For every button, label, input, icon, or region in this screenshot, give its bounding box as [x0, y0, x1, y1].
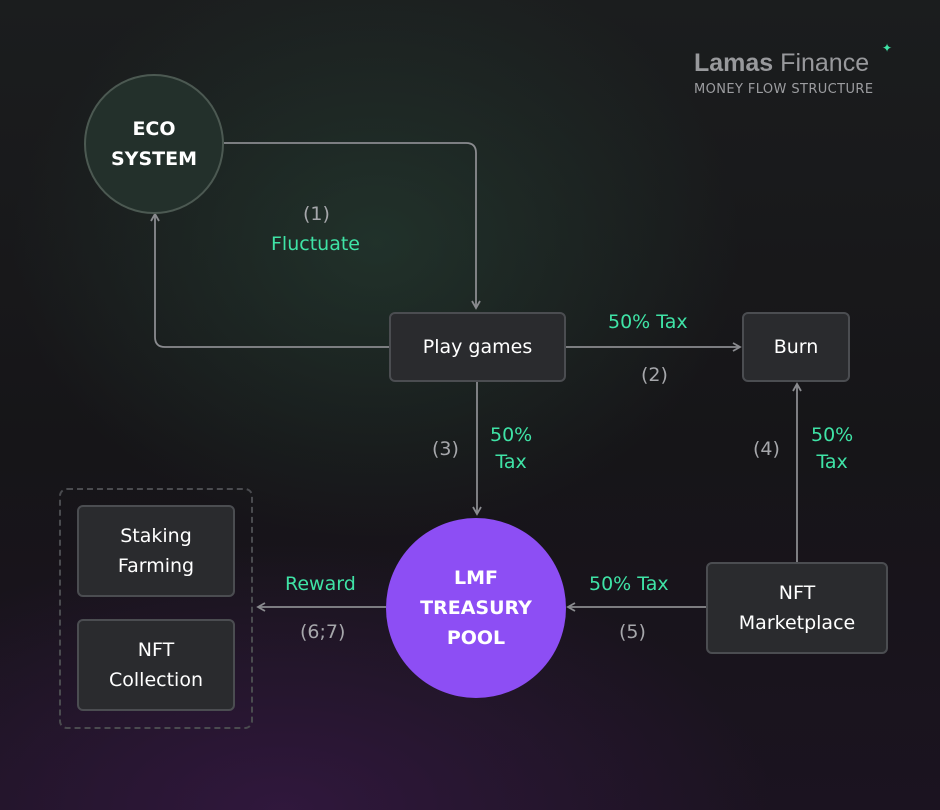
node-nft-marketplace: NFT Marketplace — [706, 562, 888, 654]
tax-market-to-pool-label: 50% Tax — [589, 573, 669, 595]
fluctuate-label: Fluctuate — [271, 233, 360, 255]
node-nft-collection: NFT Collection — [77, 619, 235, 711]
brand-name: Lamas Finance — [694, 47, 873, 79]
brand-name-regular: Finance — [780, 49, 870, 77]
node-burn: Burn — [742, 312, 850, 382]
rewards-group — [59, 488, 253, 729]
brand-subtitle: MONEY FLOW STRUCTURE — [694, 82, 874, 97]
sparkle-icon: ✦ — [882, 41, 893, 55]
node-play-games: Play games — [389, 312, 566, 382]
arrow-eco-to-play — [224, 142, 481, 310]
step-6-7-label: (6;7) — [300, 621, 346, 643]
tax-play-to-pool-label: 50% Tax — [490, 424, 533, 473]
step-2-label: (2) — [641, 364, 668, 386]
node-eco-system: ECO SYSTEM — [84, 74, 224, 214]
brand-name-bold: Lamas — [694, 49, 774, 77]
arrow-play-to-eco — [150, 212, 390, 348]
node-lmf-treasury-pool: LMF TREASURY POOL — [386, 518, 566, 698]
tax-market-to-burn-label: 50% Tax — [811, 424, 854, 473]
brand-logo: Lamas Finance MONEY FLOW STRUCTURE — [694, 47, 873, 99]
step-4-label: (4) — [753, 438, 780, 460]
node-staking-farming: Staking Farming — [77, 505, 235, 597]
step-1-label: (1) — [303, 203, 330, 225]
step-3-label: (3) — [432, 438, 459, 460]
tax-play-to-burn-label: 50% Tax — [608, 311, 688, 333]
reward-label: Reward — [285, 573, 356, 595]
step-5-label: (5) — [619, 621, 646, 643]
